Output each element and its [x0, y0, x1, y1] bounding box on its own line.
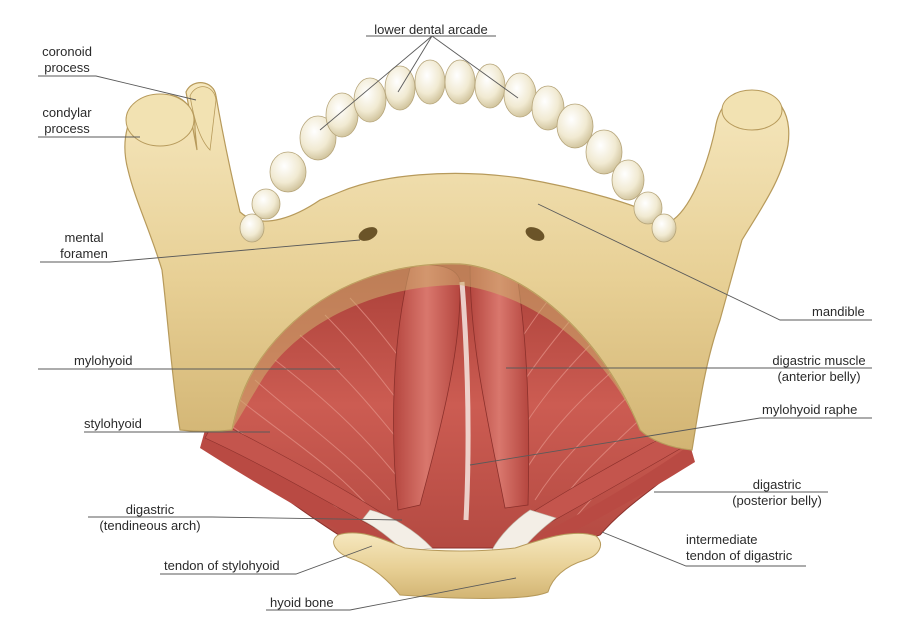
mental-foramen-right [525, 227, 545, 241]
label-mylohyoid-raphe: mylohyoid raphe [762, 402, 858, 417]
label-intermediate-tendon-of-digastric: intermediate tendon of digastric [686, 532, 793, 563]
leader-lines [38, 35, 872, 611]
coronoid-tip [189, 86, 217, 151]
label-mylohyoid: mylohyoid [74, 353, 133, 368]
label-lower-dental-arcade: lower dental arcade [374, 22, 488, 37]
stylohyoid-muscle-left [200, 430, 395, 552]
label-digastric-posterior-belly: digastric (posterior belly) [732, 477, 822, 508]
label-mental-foramen: mental foramen [60, 230, 108, 261]
condylar-head [125, 93, 195, 147]
label-tendon-of-stylohyoid: tendon of stylohyoid [164, 558, 280, 573]
label-hyoid-bone: hyoid bone [270, 595, 334, 610]
lower-teeth [239, 59, 677, 243]
mandible-inner-shadow [232, 263, 640, 430]
condylar-head-right [721, 89, 783, 131]
stylohyoid-muscle-right [515, 445, 695, 553]
label-coronoid-process: coronoid process [42, 44, 92, 75]
hyoid-bone-shape [333, 532, 601, 599]
mandible-bone-shape [124, 82, 790, 451]
mylohyoid-raphe [459, 281, 471, 521]
label-condylar-process: condylar process [42, 105, 92, 136]
mental-foramen-left [358, 227, 378, 241]
label-stylohyoid: stylohyoid [84, 416, 142, 431]
label-digastric-anterior-belly: digastric muscle (anterior belly) [772, 353, 866, 384]
label-mandible: mandible [812, 304, 865, 319]
label-digastric-tendineous-arch: digastric (tendineous arch) [99, 502, 201, 533]
